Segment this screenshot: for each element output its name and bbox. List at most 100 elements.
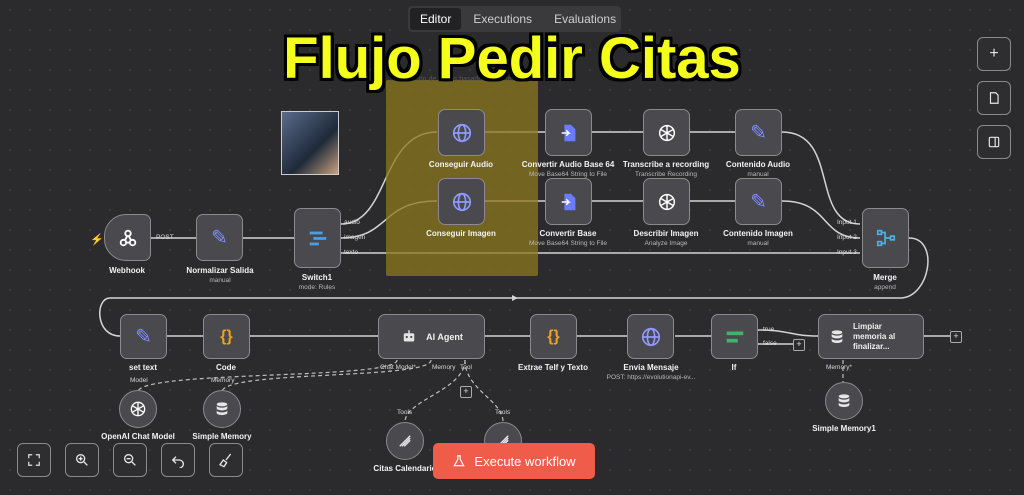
ai-agent-node[interactable]: AI Agent xyxy=(378,314,485,359)
limpiar-label: Limpiar memoria al finalizar... xyxy=(853,321,896,351)
simple-memory1-label: Simple Memory1 xyxy=(812,424,876,433)
if-node[interactable] xyxy=(711,314,758,359)
toggle-panel-button[interactable] xyxy=(977,125,1011,159)
envia-sub: POST: https://evolutionapi-ev... xyxy=(606,374,696,381)
openai-port: Model xyxy=(130,377,148,384)
file-convert-icon xyxy=(561,193,575,210)
contenido-imagen-sub: manual xyxy=(747,240,769,247)
normalizar-label: Normalizar Salida xyxy=(186,266,254,275)
citas-calendario-node[interactable] xyxy=(386,422,424,460)
simple-memory-node[interactable] xyxy=(203,390,241,428)
fit-view-button[interactable] xyxy=(17,443,51,477)
describir-sub: Analyze Image xyxy=(644,240,688,247)
openai-icon xyxy=(658,124,675,141)
merge-in3: Input 3 xyxy=(837,249,857,256)
if-branch-icon xyxy=(726,331,743,342)
limpiar-node[interactable]: Limpiar memoria al finalizar... xyxy=(818,314,924,359)
globe-icon xyxy=(452,123,471,142)
tidy-up-button[interactable] xyxy=(209,443,243,477)
contenido-audio-node[interactable]: ✎ xyxy=(735,109,782,156)
ai-agent-label: AI Agent xyxy=(426,331,463,342)
switch-out-audio: audio xyxy=(344,219,360,226)
envia-node[interactable] xyxy=(627,314,674,359)
merge-sub: append xyxy=(874,284,896,291)
convertir-audio-label: Convertir Audio Base 64 xyxy=(521,160,615,169)
convertir-base-sub: Move Base64 String to File xyxy=(528,240,608,247)
openai-icon xyxy=(658,193,675,210)
zoom-in-icon xyxy=(76,454,88,466)
database-icon xyxy=(838,394,850,407)
webhook-port-label: POST xyxy=(156,234,174,241)
pencil-icon: ✎ xyxy=(750,191,767,213)
contenido-audio-sub: manual xyxy=(747,171,769,178)
extrae-node[interactable]: {} xyxy=(530,314,577,359)
tab-executions[interactable]: Executions xyxy=(473,12,533,26)
transcribe-sub: Transcribe Recording xyxy=(635,171,697,178)
fullscreen-icon xyxy=(28,454,40,466)
tab-evaluations[interactable]: Evaluations xyxy=(554,12,617,26)
switch1-node[interactable] xyxy=(294,208,341,268)
switch-out-imagen: imagen xyxy=(344,234,366,241)
code-braces-icon: {} xyxy=(547,327,560,345)
calendar-tool-icon xyxy=(399,435,411,447)
conseguir-imagen-node[interactable] xyxy=(438,178,485,225)
contenido-audio-label: Contenido Audio xyxy=(725,160,791,169)
add-node-button[interactable]: + xyxy=(977,37,1011,71)
if-out-false: false xyxy=(763,340,777,347)
conseguir-audio-node[interactable] xyxy=(438,109,485,156)
simple-memory-label: Simple Memory xyxy=(192,432,252,441)
describir-label: Describir Imagen xyxy=(633,229,699,238)
convertir-base-node[interactable] xyxy=(545,178,592,225)
undo-button[interactable] xyxy=(161,443,195,477)
conseguir-audio-label: Conseguir Audio xyxy=(428,160,494,169)
pencil-icon: ✎ xyxy=(135,326,152,348)
normalizar-sub: manual xyxy=(209,277,231,284)
broom-icon xyxy=(219,453,232,468)
convertir-audio-node[interactable] xyxy=(545,109,592,156)
openai-label: OpenAI Chat Model xyxy=(101,432,175,441)
tab-editor[interactable]: Editor xyxy=(410,8,462,30)
database-icon xyxy=(831,329,843,343)
merge-label: Merge xyxy=(873,273,897,282)
citas-label: Citas Calendario xyxy=(373,464,437,473)
code-node[interactable]: {} xyxy=(203,314,250,359)
overlay-title: Flujo Pedir Citas xyxy=(283,26,741,91)
add-tool-button[interactable]: + xyxy=(460,386,472,398)
add-false-branch-button[interactable]: + xyxy=(793,339,805,351)
conseguir-imagen-label: Conseguir Imagen xyxy=(426,229,496,238)
transcribe-node[interactable] xyxy=(643,109,690,156)
contenido-imagen-node[interactable]: ✎ xyxy=(735,178,782,225)
presenter-photo xyxy=(281,111,339,175)
merge-in1: Input 1 xyxy=(837,219,857,226)
switch-icon xyxy=(309,231,326,246)
file-convert-icon xyxy=(561,124,575,141)
add-after-limpiar-button[interactable]: + xyxy=(950,331,962,343)
convertir-audio-sub: Move Base64 String to File xyxy=(528,171,608,178)
set-text-node[interactable]: ✎ xyxy=(120,314,167,359)
robot-icon xyxy=(403,329,415,341)
describir-node[interactable] xyxy=(643,178,690,225)
ai-agent-port-memory: Memory xyxy=(432,364,456,371)
pencil-icon: ✎ xyxy=(750,122,767,144)
execute-workflow-button[interactable]: Execute workflow xyxy=(433,443,595,479)
contenido-imagen-label: Contenido Imagen xyxy=(723,229,793,238)
limpiar-port-memory: Memory* xyxy=(826,364,853,371)
openai-chat-model-node[interactable] xyxy=(119,390,157,428)
normalizar-node[interactable]: ✎ xyxy=(196,214,243,261)
add-sticky-button[interactable] xyxy=(977,81,1011,115)
simple-memory1-node[interactable] xyxy=(825,382,863,420)
convertir-base-label: Convertir Base xyxy=(539,229,597,238)
tool2-port: Tools xyxy=(495,409,511,416)
globe-icon xyxy=(641,327,660,346)
merge-node[interactable] xyxy=(862,208,909,268)
merge-icon xyxy=(876,229,895,247)
code-label: Code xyxy=(216,363,236,372)
zoom-in-button[interactable] xyxy=(65,443,99,477)
document-icon xyxy=(989,92,999,104)
zoom-out-icon xyxy=(123,454,136,466)
webhook-node[interactable] xyxy=(104,214,151,261)
trigger-bolt-icon: ⚡ xyxy=(90,234,104,246)
envia-label: Envia Mensaje xyxy=(623,363,679,372)
citas-port: Tools xyxy=(397,409,413,416)
zoom-out-button[interactable] xyxy=(113,443,147,477)
